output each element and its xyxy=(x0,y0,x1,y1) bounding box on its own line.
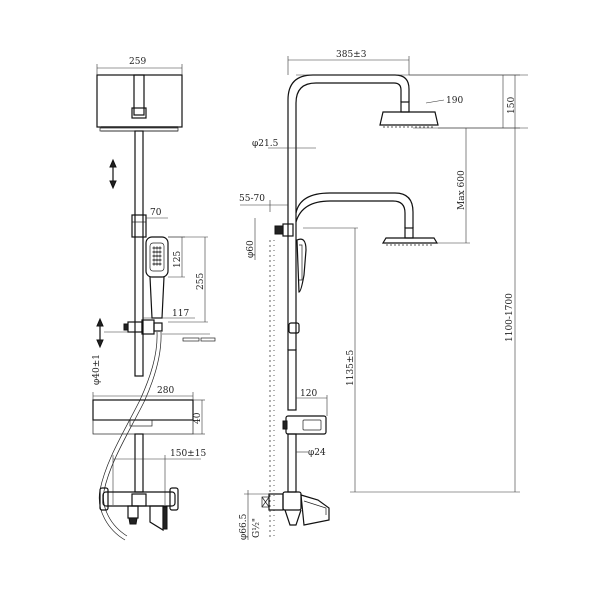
dim-holder-offset: 117 xyxy=(172,309,189,319)
main-riser-pipe xyxy=(134,130,144,377)
escutcheon xyxy=(268,493,284,511)
dim-wall-offset: 55-70 xyxy=(239,194,265,204)
dim-mixer-centers: 150±15 xyxy=(170,449,206,459)
upper-shower-head xyxy=(379,101,439,128)
mixer-handle-side xyxy=(300,494,330,526)
up-down-arrow-icon xyxy=(96,317,104,349)
dim-thread: G½" xyxy=(251,518,262,538)
dim-handshower-offset: 70 xyxy=(150,208,162,218)
shelf xyxy=(92,399,194,435)
overhead-shower-head xyxy=(96,74,183,128)
front-view: 259 70 xyxy=(92,57,216,541)
dim-escutcheon-diameter: φ66.5 xyxy=(239,513,249,540)
dim-mid-height: 1135±5 xyxy=(346,350,356,386)
dim-bracket-diameter: φ60 xyxy=(246,240,256,258)
overhead-arm xyxy=(287,74,410,350)
mixer-handle xyxy=(149,505,164,532)
dim-handshower-length: 255 xyxy=(196,273,206,290)
hand-shower xyxy=(145,236,169,319)
dim-head-diameter: 190 xyxy=(446,96,463,106)
dim-head-width: 259 xyxy=(129,57,146,67)
head-arm xyxy=(133,74,145,116)
hand-shower-side xyxy=(288,238,307,334)
lower-arm xyxy=(295,192,414,228)
shelf-side xyxy=(282,415,327,435)
dim-total-height: 1100-1700 xyxy=(505,293,515,342)
dim-arm-length: 385±3 xyxy=(336,50,367,60)
slide-holder xyxy=(123,319,163,335)
dim-shelf-width: 280 xyxy=(157,386,174,396)
spray-nozzles xyxy=(152,246,162,266)
mixer-side xyxy=(261,491,330,526)
shower-hose xyxy=(98,331,158,541)
dim-shelf-height: 40 xyxy=(193,412,203,424)
dim-pipe-diameter: φ21.5 xyxy=(252,139,279,149)
lower-shower-head xyxy=(381,227,439,246)
dim-max-adjust: Max 600 xyxy=(457,170,467,210)
up-down-arrow-icon xyxy=(109,158,117,190)
dim-shelf-depth: 120 xyxy=(300,389,317,399)
dim-head-height: 150 xyxy=(507,97,517,114)
dim-holder-diameter: φ40±1 xyxy=(92,354,102,385)
side-view: 385±3 190 150 φ21.5 Max 600 xyxy=(239,50,528,540)
dim-handshower-head-height: 125 xyxy=(173,251,183,268)
mixer-valve xyxy=(99,487,179,532)
dim-lower-pipe-diameter: φ24 xyxy=(308,448,326,458)
